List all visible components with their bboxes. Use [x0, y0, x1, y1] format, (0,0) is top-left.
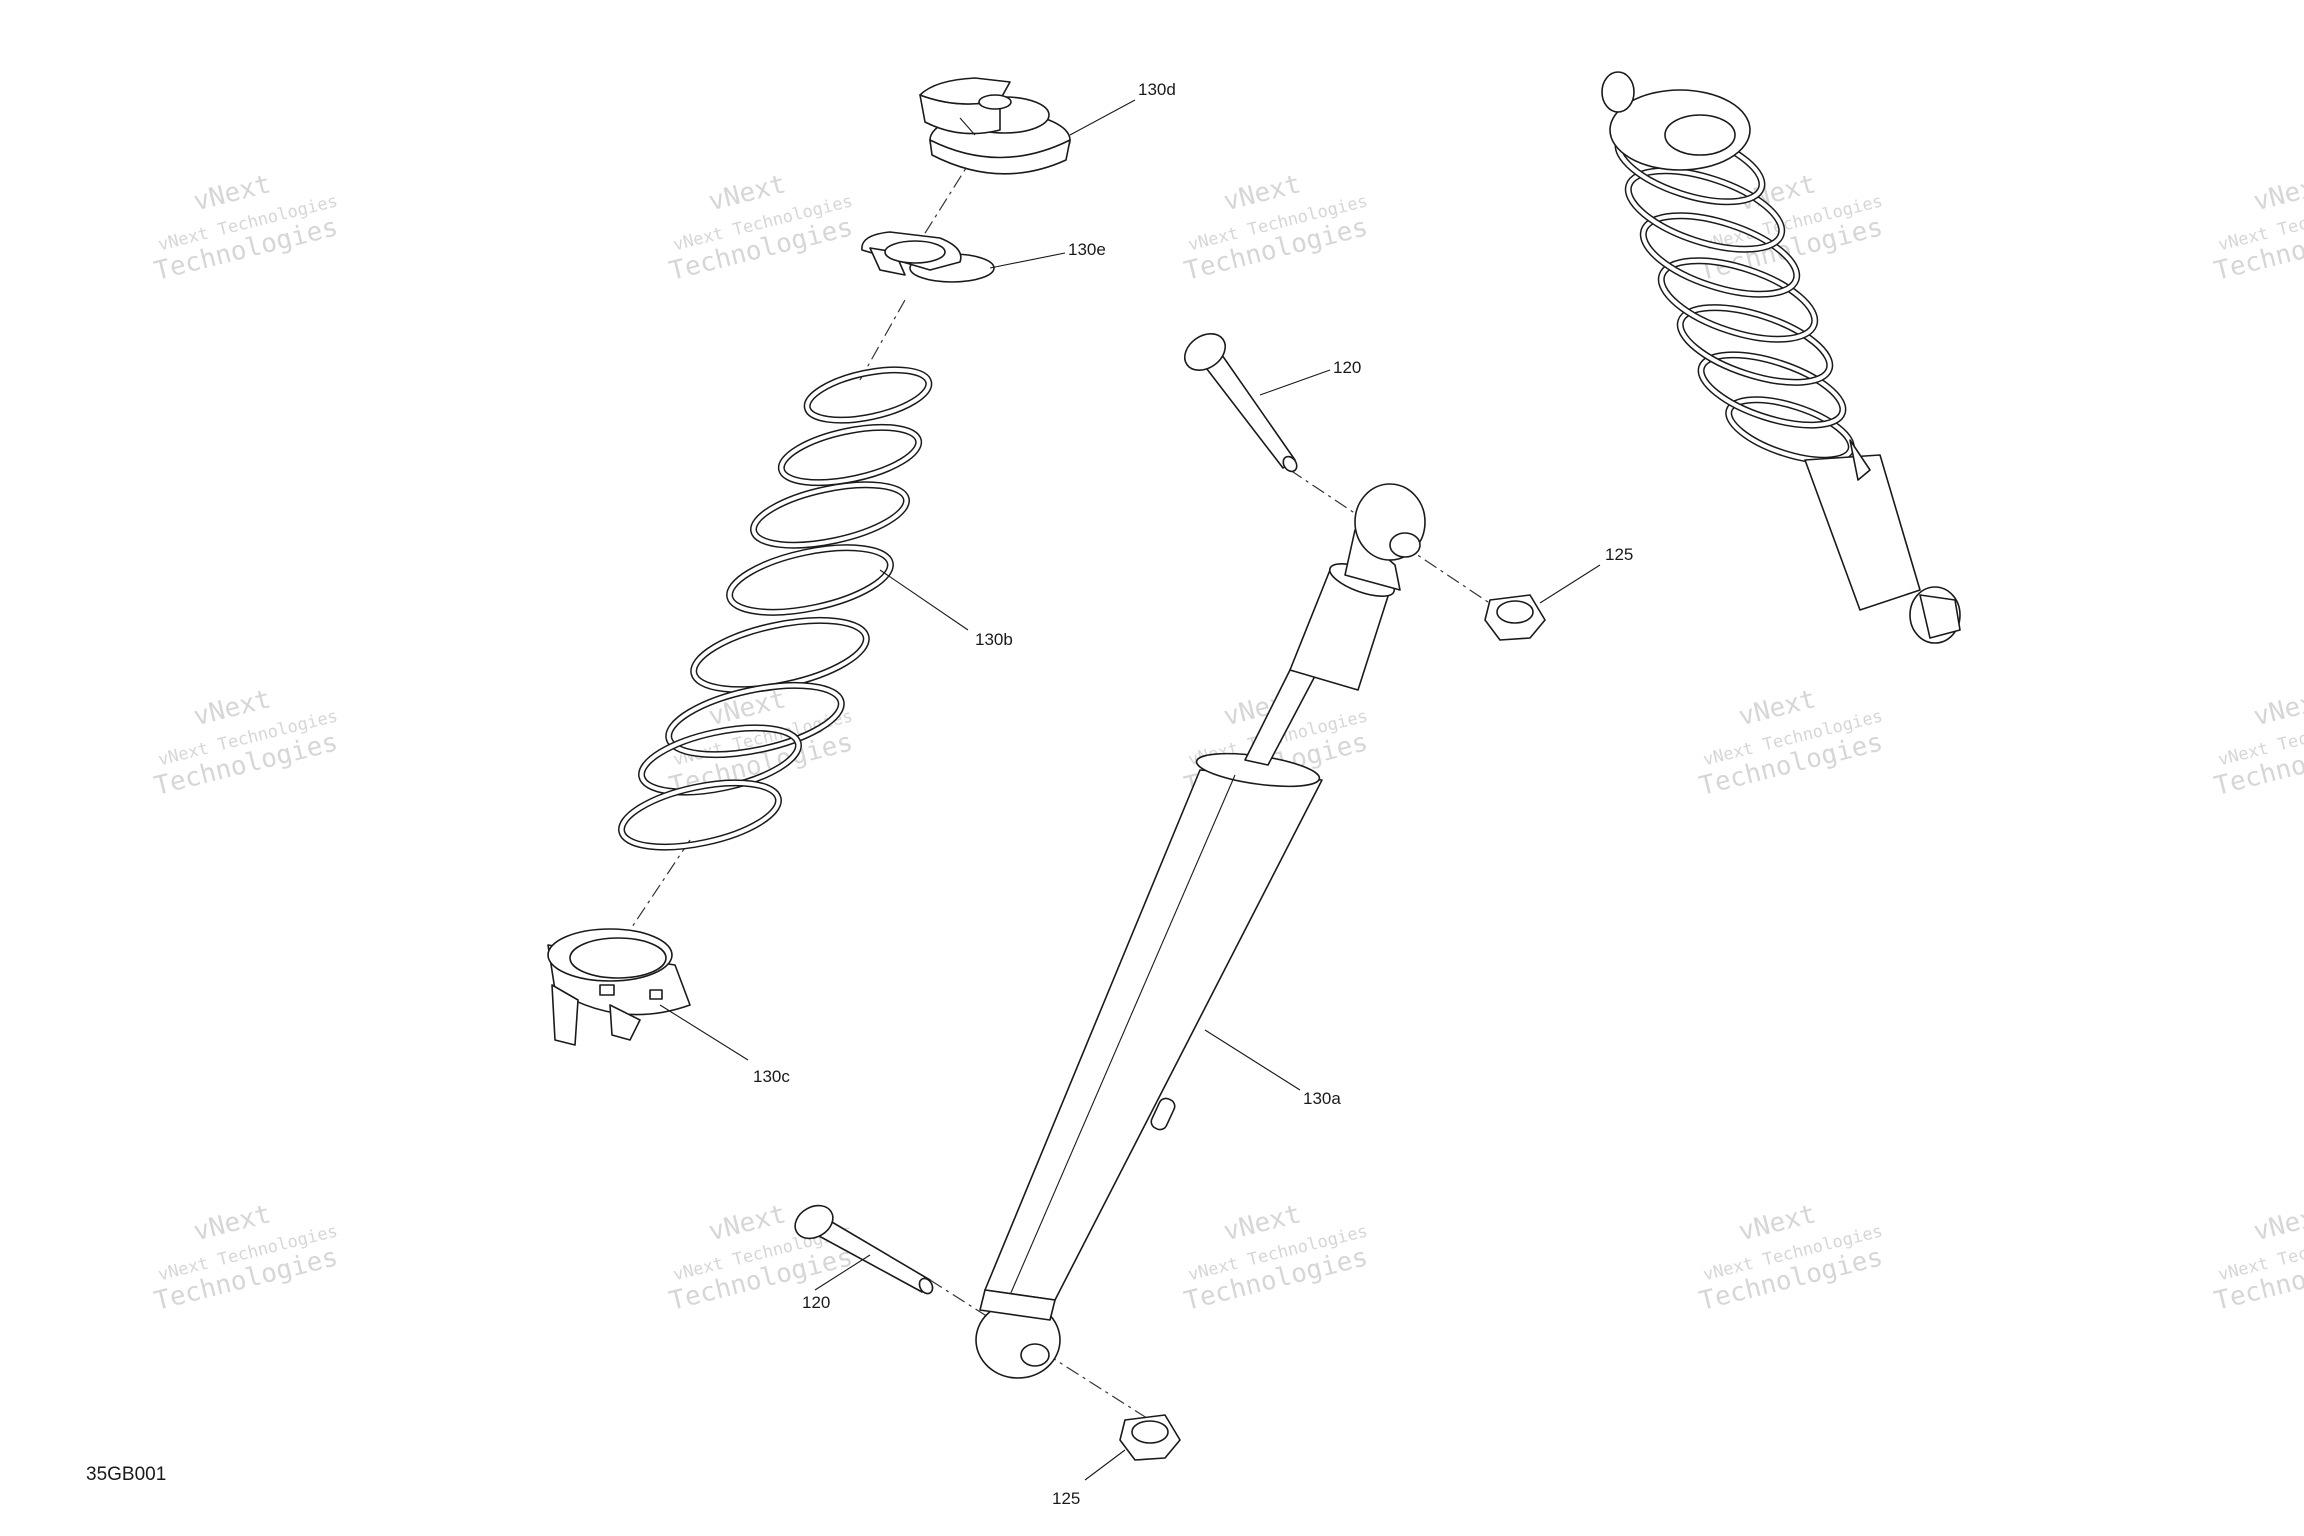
assembled-shock-view — [1601, 71, 1961, 644]
leader-lines — [659, 99, 1601, 1481]
svg-text:vNext: vNext — [2251, 169, 2304, 217]
coil-spring-130b — [618, 366, 933, 851]
callout-130b: 130b — [975, 630, 1013, 649]
bolt-120-top — [1183, 333, 1298, 473]
callout-120-top: 120 — [1333, 358, 1361, 377]
drawing-code: 35GB001 — [86, 1464, 166, 1485]
svg-text:vNext: vNext — [2251, 684, 2304, 732]
callout-130e: 130e — [1068, 240, 1106, 259]
svg-text:vNext: vNext — [2251, 1199, 2304, 1247]
callout-125-bottom: 125 — [1052, 1489, 1080, 1508]
assembly-axes — [619, 129, 1501, 1421]
bolt-120-bottom — [794, 1204, 934, 1295]
nut-125-bottom — [1119, 1414, 1181, 1461]
callout-130d: 130d — [1138, 80, 1176, 99]
callout-120-bottom: 120 — [802, 1293, 830, 1312]
callout-125-top: 125 — [1605, 545, 1633, 564]
nut-125-top — [1484, 594, 1546, 641]
spring-seat-lower-130c — [547, 928, 691, 1046]
callout-130a: 130a — [1303, 1089, 1341, 1108]
callout-130c: 130c — [753, 1067, 790, 1086]
spring-seat-upper-130d — [919, 77, 1071, 175]
spring-retainer-130e — [861, 231, 995, 283]
shock-absorber-130a — [975, 483, 1426, 1379]
